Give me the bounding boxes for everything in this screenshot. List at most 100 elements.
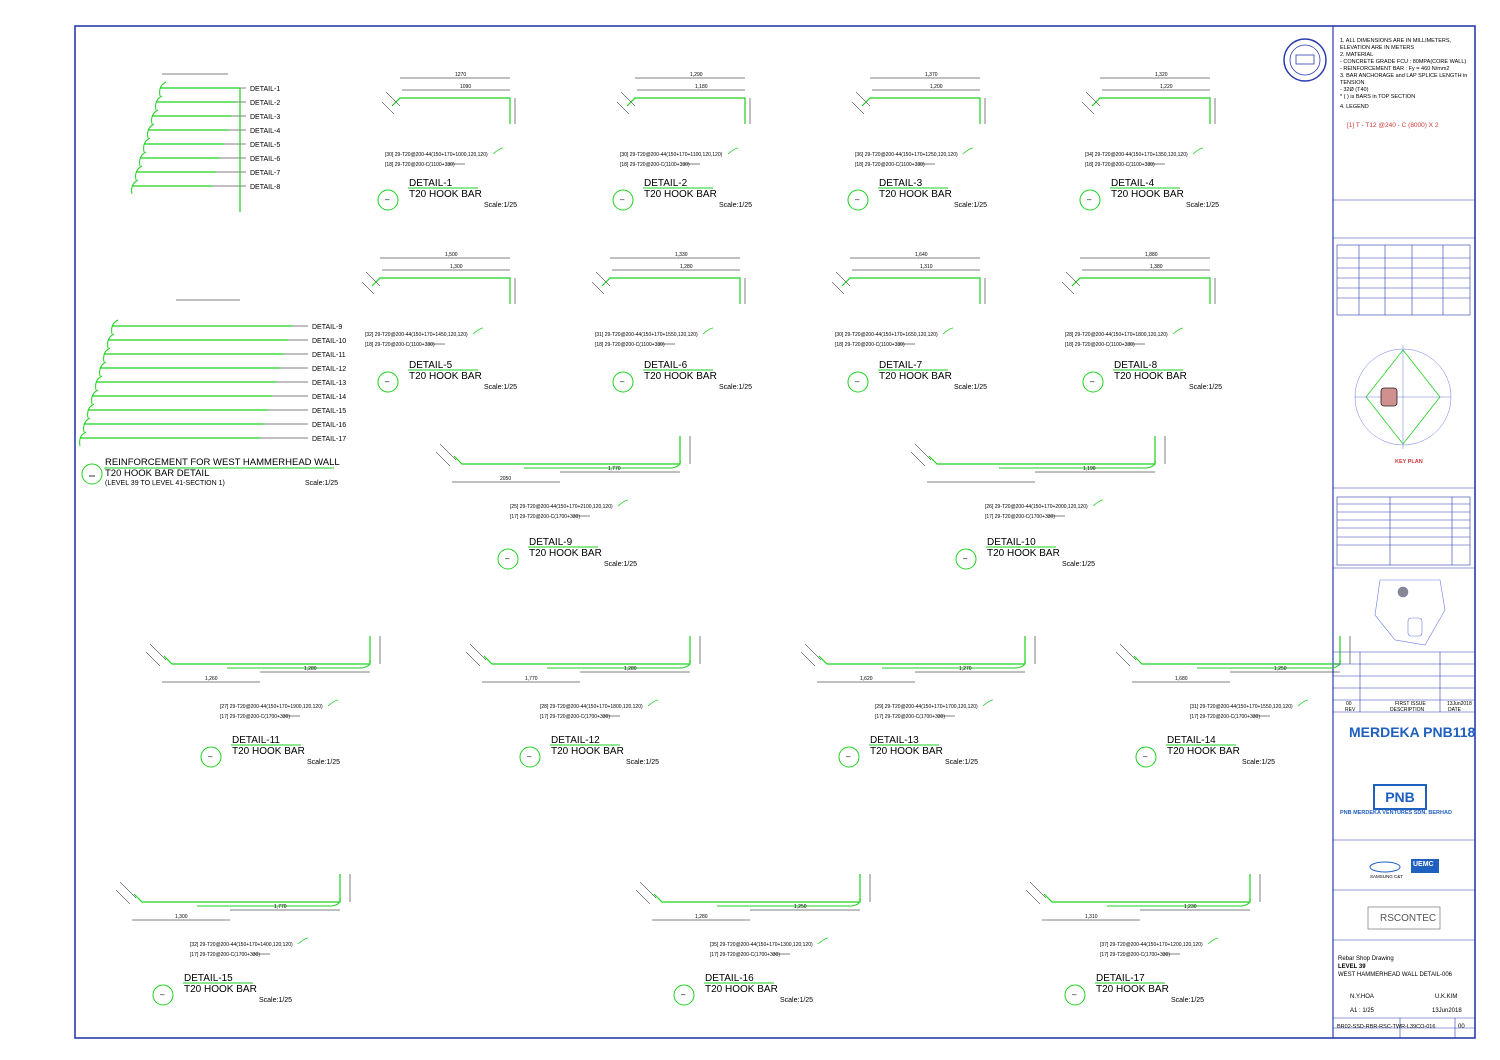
detail-marker-text: – — [385, 377, 390, 386]
bend-symbol — [1192, 147, 1204, 155]
detail-bar-title: T20 HOOK BAR — [232, 746, 305, 757]
detail-marker-text: – — [385, 195, 390, 204]
detail-10: 1,190[26] 29-T20@200-44(150+170+2000,120… — [910, 436, 1166, 570]
stack-a-drawing: DETAIL-1DETAIL-2DETAIL-3DETAIL-4DETAIL-5… — [131, 73, 280, 212]
detail-scale: Scale:1/25 — [484, 202, 517, 209]
contractor-1: SAMSUNG C&T — [1370, 874, 1404, 879]
detail-name: DETAIL-5 — [409, 360, 453, 371]
dimension-text: 1,680 — [1175, 676, 1188, 682]
bend-symbol — [1092, 499, 1104, 507]
stack-label: DETAIL-15 — [312, 408, 346, 415]
bar-spec-2: [17] 29-T20@200-C(1700+330) — [220, 714, 290, 720]
note-line: 3. BAR ANCHORAGE and LAP SPLICE LENGTH i… — [1340, 73, 1468, 86]
hook-dimension — [145, 643, 167, 667]
hook-dimension — [381, 91, 401, 115]
stack-label: DETAIL-3 — [250, 114, 280, 121]
detail-marker-text: – — [1143, 752, 1148, 761]
issue-date: 13Jun2018 — [1447, 701, 1472, 707]
detail-marker — [1064, 984, 1086, 1006]
dimension-text: 1,770 — [608, 466, 621, 472]
bar-spec-1: [25] 29-T20@200-44(150+170+2100,120,120) — [510, 504, 613, 510]
stack-hook — [155, 95, 163, 111]
dimension-text: 1,310 — [1085, 914, 1098, 920]
detail-bar-title: T20 HOOK BAR — [644, 371, 717, 382]
hook-bar-lap — [197, 897, 341, 907]
dimension-text: 1,190 — [1083, 466, 1096, 472]
detail-marker — [377, 189, 399, 211]
bend-symbol — [1207, 937, 1219, 945]
bend-symbol — [962, 147, 974, 155]
detail-marker — [1079, 189, 1101, 211]
dimension-text: 1,280 — [304, 666, 317, 672]
dimension-text: 1,290 — [690, 72, 703, 78]
detail-bar-title: T20 HOOK BAR — [987, 548, 1060, 559]
detail-bar-title: T20 HOOK BAR — [879, 189, 952, 200]
hook-bar — [133, 874, 341, 903]
hook-bar-lap — [1197, 659, 1341, 669]
dimension-text: 1,280 — [624, 666, 637, 672]
detail-bar-title: T20 HOOK BAR — [1167, 746, 1240, 757]
legend-code: [1] T - T12 @240 - C (8000) X 2 — [1347, 122, 1439, 129]
hook-bar-lap — [999, 459, 1156, 469]
detail-scale: Scale:1/25 — [626, 759, 659, 766]
hook-bar-lap — [227, 659, 371, 669]
contractor-logos — [1369, 859, 1439, 873]
titleblock-lines — [1333, 199, 1475, 1038]
hook-dimension — [635, 881, 657, 905]
hook-bar — [626, 97, 746, 124]
detail-scale: Scale:1/25 — [1062, 561, 1095, 568]
detail-marker-text: – — [963, 554, 968, 563]
stack-label: DETAIL-4 — [250, 128, 280, 135]
note-line: ELEVATION ARE IN METERS — [1340, 45, 1415, 51]
stack-label: DETAIL-9 — [312, 324, 342, 331]
detail-name: DETAIL-1 — [409, 178, 453, 189]
hook-dimension — [591, 271, 611, 295]
hook-bar — [1071, 277, 1211, 304]
dimension-text: 1,180 — [695, 84, 708, 90]
subcontractor-logo-frame — [1367, 906, 1441, 930]
dimension-text: 1270 — [455, 72, 466, 78]
stack-label: DETAIL-7 — [250, 170, 280, 177]
bar-spec-2: [18] 29-T20@200-C(1100+330) — [365, 342, 435, 348]
detail-marker — [1082, 371, 1104, 393]
detail-scale: Scale:1/25 — [1171, 997, 1204, 1004]
detail-scale: Scale:1/25 — [484, 384, 517, 391]
bar-spec-1: [28] 29-T20@200-44(150+170+1800,120,120) — [1065, 332, 1168, 338]
detail-bar-title: T20 HOOK BAR — [644, 189, 717, 200]
hook-bar-lap — [524, 459, 681, 469]
stack-hook — [131, 179, 139, 195]
section-title-line1: REINFORCEMENT FOR WEST HAMMERHEAD WALL — [105, 457, 340, 468]
detail-scale: Scale:1/25 — [719, 384, 752, 391]
detail-bar-title: T20 HOOK BAR — [870, 746, 943, 757]
stack-hook — [79, 431, 87, 447]
dimension-text: 1,370 — [925, 72, 938, 78]
hook-bar — [391, 97, 511, 124]
bend-symbol — [1297, 699, 1309, 707]
detail-name: DETAIL-11 — [232, 735, 280, 746]
detail-marker-text: – — [505, 554, 510, 563]
hook-dimension — [851, 91, 871, 115]
issue-desc: FIRST ISSUE — [1395, 701, 1426, 707]
stack-label: DETAIL-2 — [250, 100, 280, 107]
detail-bar-title: T20 HOOK BAR — [1114, 371, 1187, 382]
detail-marker — [612, 189, 634, 211]
stack-label: DETAIL-8 — [250, 184, 280, 191]
stack-hook — [103, 347, 111, 363]
bend-symbol — [982, 699, 994, 707]
detail-name: DETAIL-4 — [1111, 178, 1155, 189]
detail-marker-text: – — [681, 990, 686, 999]
detail-name: DETAIL-9 — [529, 537, 573, 548]
detail-scale: Scale:1/25 — [1186, 202, 1219, 209]
hook-dimension — [800, 643, 822, 667]
stack-hook — [151, 109, 159, 125]
dimension-text: 1,200 — [930, 84, 943, 90]
project-name: MERDEKA PNB118 — [1349, 724, 1476, 740]
bar-spec-2: [18] 29-T20@200-C(1100+330) — [1065, 342, 1135, 348]
dimension-text: 1,300 — [450, 264, 463, 270]
detail-marker-text: – — [620, 195, 625, 204]
detail-name: DETAIL-16 — [705, 973, 754, 984]
